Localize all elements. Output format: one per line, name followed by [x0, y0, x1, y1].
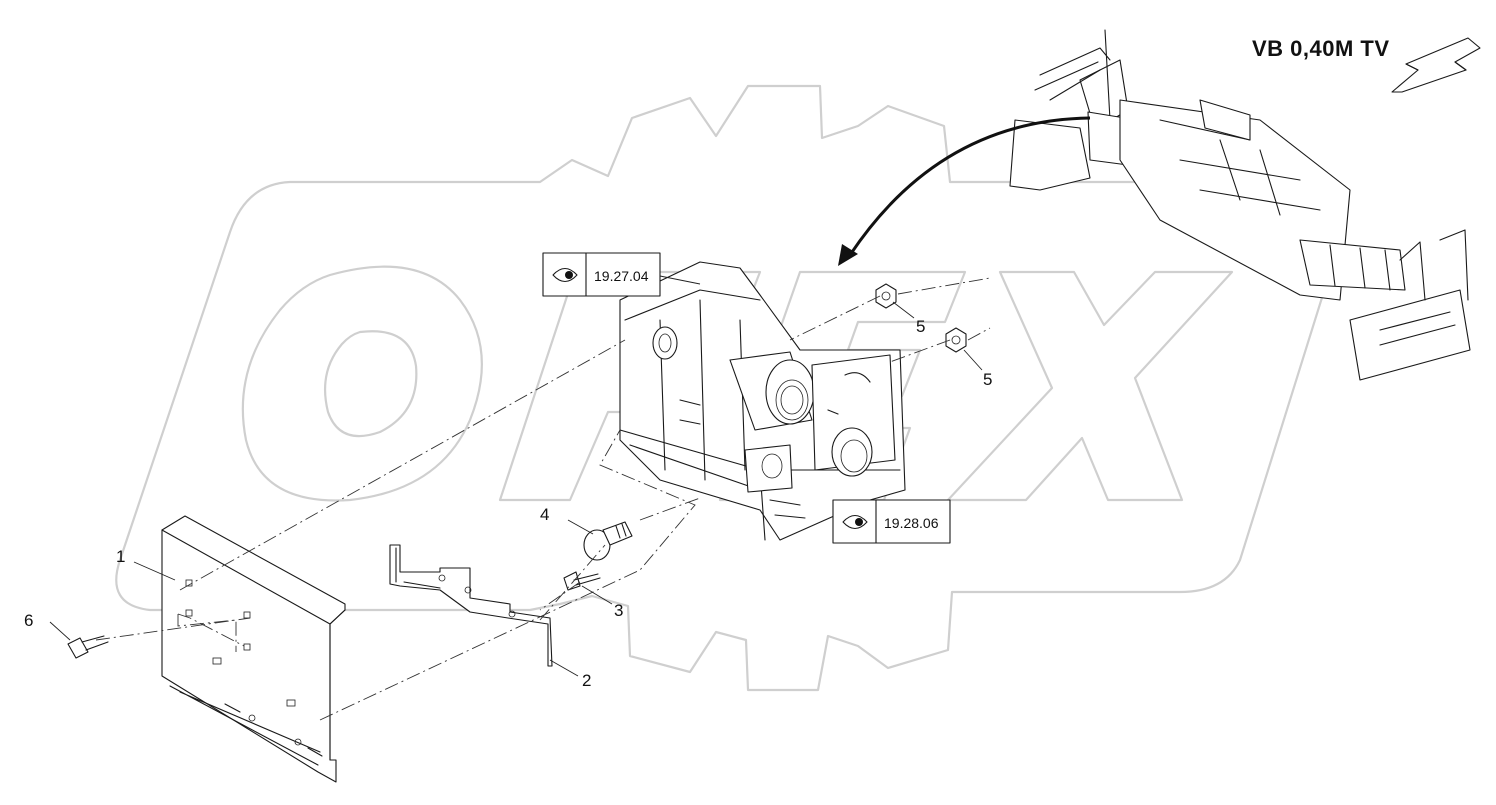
view-label: VB 0,40M TV	[1252, 36, 1481, 93]
callout-4: 4	[540, 505, 549, 524]
reference-box-2: 19.28.06	[832, 499, 951, 544]
shoulder-bolt-part	[583, 521, 633, 561]
machine-overview-drawing	[1009, 29, 1471, 381]
view-label-text: VB 0,40M TV	[1252, 36, 1390, 61]
reference-code: 19.28.06	[884, 515, 939, 531]
watermark-letter-o-inner	[324, 330, 418, 438]
callout-5-lower: 5	[983, 370, 992, 389]
reference-box-1: 19.27.04	[542, 252, 661, 297]
assembly-lines	[95, 277, 991, 721]
bolt-part	[67, 635, 109, 659]
detail-pointer-arrow	[838, 116, 1091, 266]
callout-2: 2	[582, 671, 591, 690]
reference-code: 19.27.04	[594, 268, 649, 284]
callout-leaders	[49, 301, 983, 677]
nut-part-lower	[945, 327, 967, 353]
eye-icon	[842, 514, 868, 530]
callout-3: 3	[614, 601, 623, 620]
eye-icon	[552, 267, 578, 283]
watermark-letter-o-outer	[241, 265, 483, 502]
callout-1: 1	[116, 547, 125, 566]
cover-plate-part	[161, 515, 346, 783]
main-assembly-drawing	[619, 261, 906, 541]
bracket-plate-part	[389, 544, 553, 667]
callout-5-upper: 5	[916, 317, 925, 336]
screw-part	[563, 571, 601, 591]
view-direction-arrow	[1391, 37, 1481, 93]
nut-part-upper	[875, 283, 897, 309]
callout-6: 6	[24, 611, 33, 630]
